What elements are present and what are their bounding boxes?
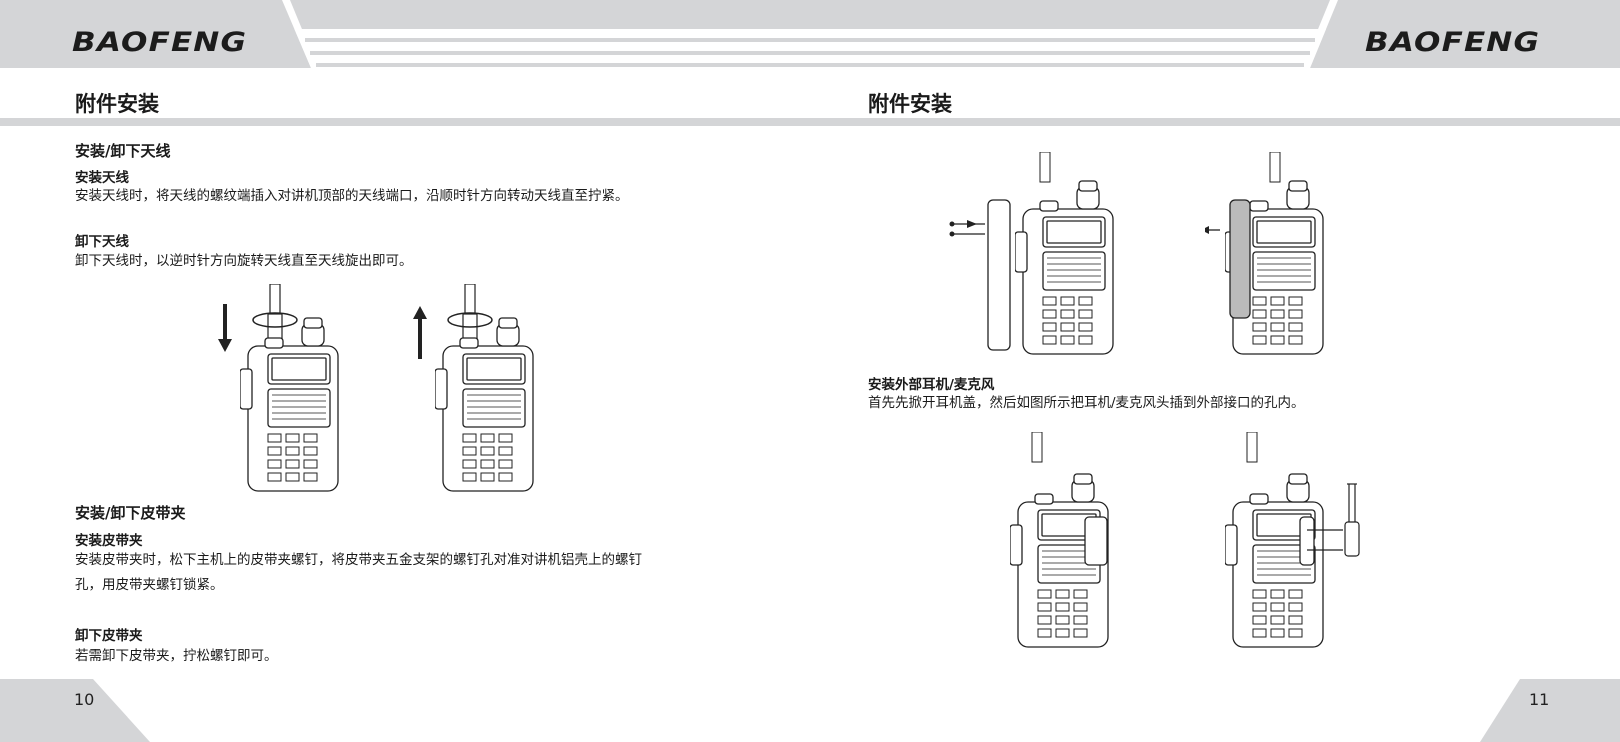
belt-clip-heading: 安装/卸下皮带夹: [75, 504, 186, 522]
brand-logo-left: BAOFENG: [72, 27, 248, 58]
header-band: [0, 0, 1620, 126]
remove-antenna-text: 卸下天线时，以逆时针方向旋转天线直至天线旋出即可。: [75, 253, 413, 269]
page-number-right: 11: [1529, 690, 1550, 709]
install-belt-clip-text-1: 安装皮带夹时，松下主机上的皮带夹螺钉，将皮带夹五金支架的螺钉孔对准对讲机铝壳上的…: [75, 552, 642, 568]
earphone-illustration-1: [1010, 432, 1109, 648]
arrow-up-icon: [413, 306, 427, 359]
page-number-left: 10: [74, 690, 95, 709]
arrow-left-icon: [1205, 226, 1209, 234]
earphone-text: 首先先掀开耳机盖，然后如图所示把耳机/麦克风头插到外部接口的孔内。: [868, 395, 1305, 411]
page-title-right: 附件安装: [868, 92, 952, 116]
page-title-left: 附件安装: [75, 92, 159, 116]
install-antenna-heading: 安装天线: [75, 170, 129, 186]
earphone-heading: 安装外部耳机/麦克风: [868, 377, 995, 393]
belt-clip-illustration-2: [1205, 152, 1324, 355]
install-belt-clip-text-2: 孔，用皮带夹螺钉锁紧。: [75, 577, 224, 593]
belt-clip-illustration-1: [949, 152, 1114, 355]
install-belt-clip-heading: 安装皮带夹: [75, 533, 143, 549]
arrow-right-icon: [967, 220, 977, 228]
footer-band-left: [0, 679, 150, 742]
antenna-remove-illustration: [413, 284, 534, 492]
footer-band-right: [1480, 679, 1620, 742]
antenna-install-illustration: [218, 284, 339, 492]
install-antenna-text: 安装天线时，将天线的螺纹端插入对讲机顶部的天线端口，沿顺时针方向转动天线直至拧紧…: [75, 188, 629, 204]
brand-logo-right: BAOFENG: [1365, 27, 1541, 58]
earphone-illustration-2: [1225, 432, 1360, 648]
remove-belt-clip-heading: 卸下皮带夹: [75, 628, 143, 644]
antenna-heading: 安装/卸下天线: [75, 142, 171, 160]
arrow-down-icon: [218, 304, 232, 352]
remove-antenna-heading: 卸下天线: [75, 234, 129, 250]
remove-belt-clip-text: 若需卸下皮带夹，拧松螺钉即可。: [75, 648, 278, 664]
